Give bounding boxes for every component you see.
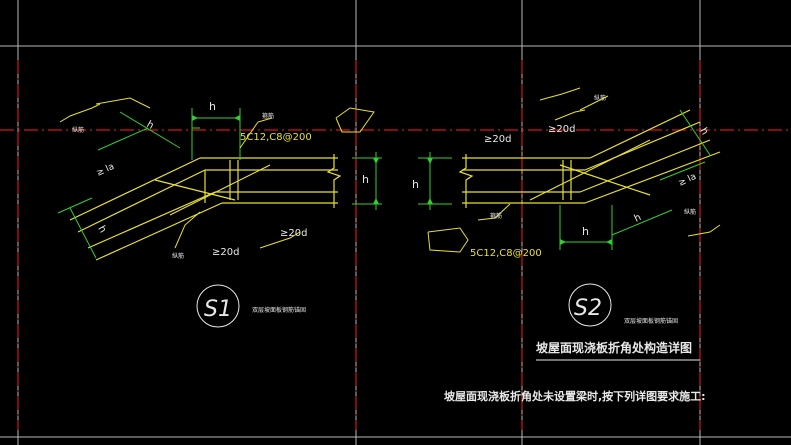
s2-caption: 双层坡面板钢筋锚固	[624, 317, 678, 325]
s1-detail-mark-circle	[196, 284, 240, 328]
s2-dim-h-slope-b: h	[697, 126, 710, 137]
s1-anchor-20d: ≥20d	[212, 247, 239, 258]
s2-break-mark	[458, 154, 474, 208]
main-title: 坡屋面现浇板折角处构造详图	[536, 340, 692, 355]
s2-dim-ticks	[427, 158, 612, 245]
s2-anchor-20d: ≥20d	[484, 134, 511, 145]
s2-detail-mark: S2	[574, 296, 602, 321]
s2-leaders	[427, 87, 721, 253]
s2-rebar-spec: 5C12,C8@200	[470, 248, 542, 259]
detail-s2: h h h h ≥ la 5C12,C8@200 箍筋 纵筋 纵筋 ≥20d ≥…	[412, 87, 721, 327]
s1-dim-h-top: h	[209, 100, 216, 113]
s2-beam-note: 箍筋	[490, 212, 502, 220]
s1-anchor-20d-b: ≥20d	[280, 228, 307, 239]
s2-rebar-note-b: 纵筋	[684, 208, 696, 216]
s1-dim-h-right: h	[362, 173, 369, 186]
s1-dim-ticks	[192, 115, 379, 204]
s2-dim-h-bottom: h	[582, 225, 589, 238]
s2-anchor-20d-b: ≥20d	[548, 124, 575, 135]
axis-lines	[0, 60, 791, 430]
s2-dim-h-left: h	[412, 178, 419, 191]
s1-leaders	[59, 97, 375, 249]
s1-rebar-note: 纵筋	[72, 126, 84, 134]
s2-rebar-note: 纵筋	[594, 94, 606, 102]
s1-rebar-spec: 5C12,C8@200	[240, 132, 312, 143]
s1-beam-note: 箍筋	[262, 112, 274, 120]
s2-detail-mark-circle	[568, 283, 612, 327]
s1-caption: 双层坡面板钢筋锚固	[252, 306, 306, 314]
s1-dim-h-slope: h	[145, 119, 156, 132]
s1-dim-h-slope-b: h	[95, 224, 108, 235]
s2-rebar-lines	[462, 109, 721, 204]
s1-break-mark	[326, 154, 342, 208]
s1-rebar-note-b: 纵筋	[172, 252, 184, 260]
detail-s1: h h h h ≥ la 5C12,C8@200 箍筋 纵筋 纵筋 ≥20d ≥…	[57, 97, 382, 328]
s2-dim-h-slope: h	[633, 212, 643, 225]
s1-rebar-lines	[69, 157, 338, 261]
s1-detail-mark: S1	[204, 297, 232, 322]
main-note: 坡屋面现浇板折角处未设置梁时,按下列详图要求施工:	[444, 389, 706, 403]
